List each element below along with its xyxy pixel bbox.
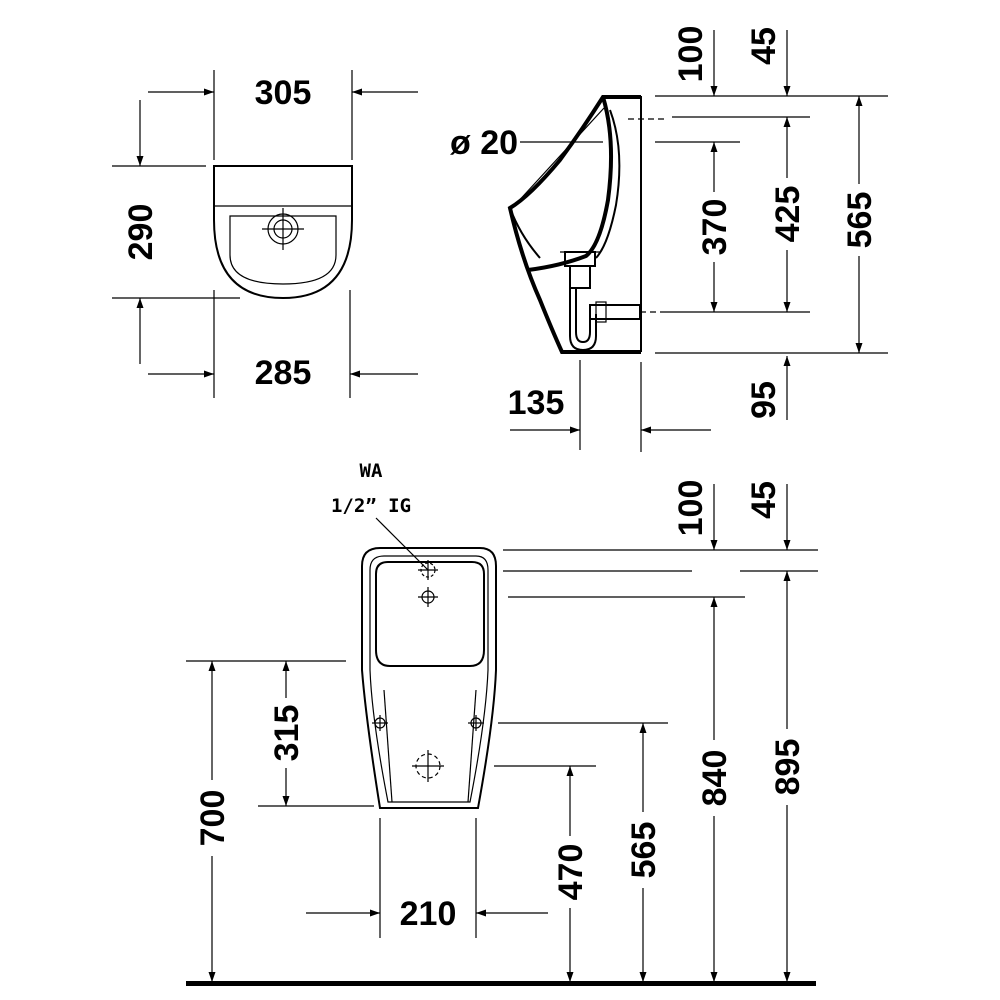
water-inlet-size: 1/2” IG — [331, 495, 411, 517]
water-inlet-label: WA — [360, 460, 383, 482]
front-view-outlet-mark — [418, 587, 438, 607]
dim-front-bottom-width: 210 — [400, 895, 457, 933]
dim-top-width: 305 — [255, 74, 312, 112]
label-bg — [771, 178, 805, 250]
dim-front-565: 565 — [625, 822, 663, 879]
label-bg — [196, 780, 230, 856]
dim-side-top-a: 100 — [672, 26, 710, 83]
dim-side-370: 370 — [696, 199, 734, 256]
label-bg — [698, 192, 732, 262]
top-view-bowl-outline — [213, 165, 353, 300]
inlet-diameter: ø 20 — [450, 124, 518, 162]
floor-line — [186, 981, 816, 986]
side-view: ø 20 100 45 370 42 — [450, 26, 888, 452]
front-view-basin — [375, 561, 485, 667]
side-view-spreader — [509, 207, 541, 259]
front-view-rib — [383, 689, 393, 803]
label-bg — [270, 698, 304, 768]
dim-side-bottom: 95 — [745, 381, 783, 419]
dim-front-895: 895 — [769, 739, 807, 796]
dim-side-top-b: 45 — [745, 27, 783, 65]
leader-line — [514, 107, 605, 206]
label-bg — [843, 184, 877, 256]
label-bg — [554, 836, 588, 908]
side-view-trap — [560, 251, 660, 352]
front-view-drain-mark — [412, 750, 444, 782]
dim-front-top-a: 100 — [672, 480, 710, 537]
side-view-bowl-contour — [527, 96, 614, 272]
dim-front-315: 315 — [268, 705, 306, 762]
front-view-fixing-hole-left — [372, 715, 388, 731]
dim-depth: 290 — [122, 204, 160, 261]
front-view-rib — [467, 689, 477, 803]
dim-front-470: 470 — [552, 844, 590, 901]
top-view: 305 290 285 — [112, 70, 418, 398]
label-bg — [698, 740, 732, 816]
side-view-bowl-inner — [595, 109, 621, 259]
dim-front-top-b: 45 — [745, 481, 783, 519]
dim-side-425: 425 — [769, 186, 807, 243]
dim-side-projection: 135 — [508, 384, 565, 422]
label-bg — [627, 812, 661, 888]
front-view-body-outline — [361, 547, 497, 809]
label-bg — [771, 729, 805, 805]
dim-bottom-width: 285 — [255, 354, 312, 392]
leader-line — [375, 517, 429, 571]
front-view-body-inner — [369, 555, 489, 803]
dim-front-700: 700 — [194, 790, 232, 847]
front-view: WA 1/2” IG 100 45 315 700 470 — [186, 460, 818, 986]
dim-side-565: 565 — [841, 192, 879, 249]
top-view-inner-basin — [229, 215, 337, 285]
dim-front-840: 840 — [696, 750, 734, 807]
front-view-fixing-hole-right — [468, 715, 484, 731]
